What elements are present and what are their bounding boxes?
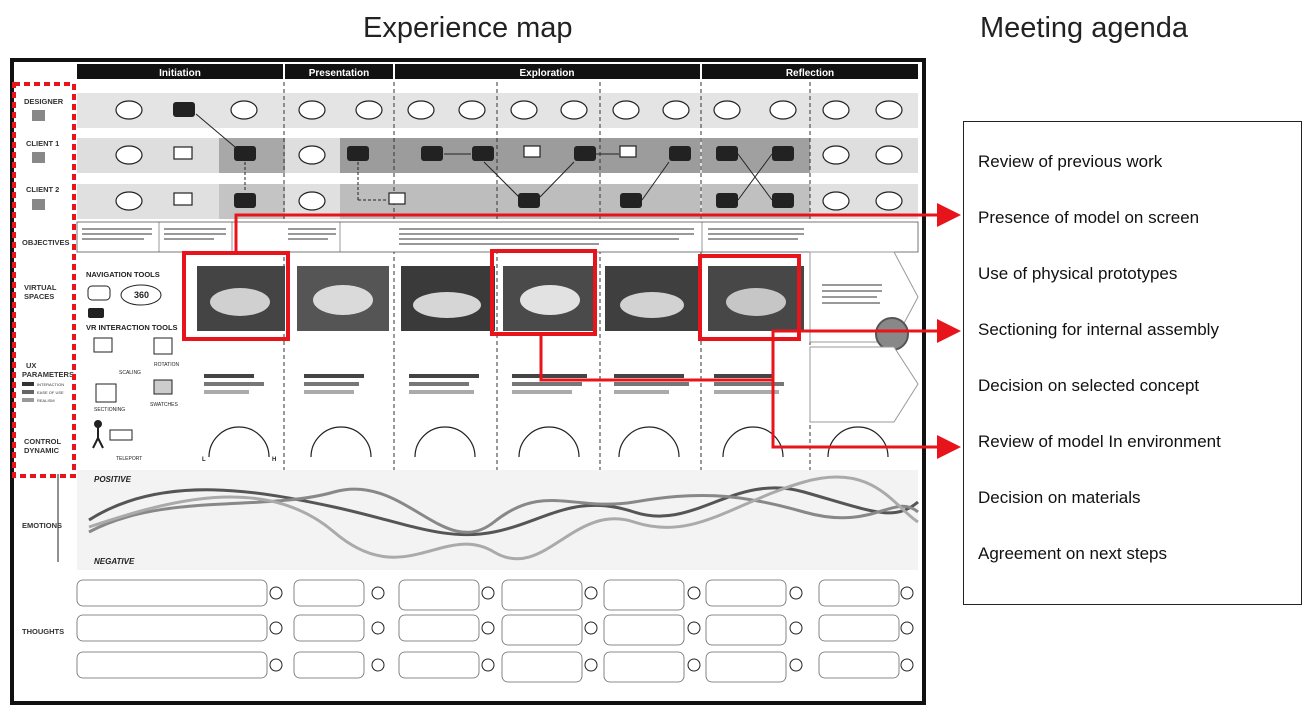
ux-legend-realism: REALISM (37, 398, 55, 403)
phase-label-exploration: Exploration (519, 68, 574, 79)
row-label-designer: DESIGNER (24, 97, 64, 106)
speech-bubble-icons (115, 100, 903, 211)
phase-label-initiation: Initiation (159, 68, 201, 79)
teleport-arrow-icon (109, 429, 133, 441)
emotion-negative-label: NEGATIVE (94, 557, 135, 566)
rotation-360-label: 360 (134, 290, 149, 300)
ux-parameter-bars (204, 346, 919, 423)
vr-interaction-tools-heading: VR INTERACTION TOOLS (86, 323, 178, 332)
vr-screenshots (197, 251, 919, 351)
row-label-client1: CLIENT 1 (26, 139, 59, 148)
row-label-parameters: PARAMETERS (22, 370, 74, 379)
agenda-item: Review of model In environment (978, 432, 1221, 451)
phase-label-reflection: Reflection (786, 68, 834, 79)
experience-map-title: Experience map (363, 12, 573, 44)
row-labels: DESIGNER CLIENT 1 CLIENT 2 OBJECTIVES VI… (22, 97, 74, 636)
row-label-dynamic: DYNAMIC (24, 446, 60, 455)
swatches-label: SWATCHES (150, 402, 178, 408)
teleport-label: TELEPORT (116, 456, 142, 462)
scaling-icon (93, 337, 113, 353)
rotation-label: ROTATION (154, 362, 179, 368)
vr-headset-icons (173, 102, 794, 208)
agenda-item: Agreement on next steps (978, 544, 1168, 563)
agenda-item: Decision on selected concept (978, 376, 1200, 395)
ux-legend-ease: EASE OF USE (37, 390, 64, 395)
gamepad-icon (87, 285, 111, 301)
navigation-tools-heading: NAVIGATION TOOLS (86, 270, 160, 279)
phase-header: Initiation Presentation Exploration Refl… (77, 64, 918, 79)
interaction-arrows (195, 113, 773, 201)
agenda-item: Review of previous work (978, 152, 1163, 171)
agenda-item: Presence of model on screen (978, 208, 1200, 227)
agenda-item: Sectioning for internal assembly (978, 320, 1219, 339)
row-label-objectives: OBJECTIVES (22, 238, 70, 247)
row-label-thoughts: THOUGHTS (22, 627, 64, 636)
phase-label-presentation: Presentation (309, 68, 370, 79)
experience-map: Initiation Presentation Exploration Refl… (10, 58, 926, 705)
row-label-ux: UX (26, 361, 36, 370)
emotions-area: POSITIVE NEGATIVE (57, 470, 919, 570)
sectioning-label: SECTIONING (94, 407, 125, 413)
headset-icon (88, 308, 104, 318)
meeting-agenda-list: Review of previous work Presence of mode… (963, 121, 1302, 605)
row-label-client2: CLIENT 2 (26, 185, 59, 194)
dial-low-label: L (202, 457, 206, 463)
dial-labels: L H (202, 457, 276, 463)
thought-face-icons (269, 586, 914, 672)
row-label-control: CONTROL (24, 437, 61, 446)
person-teleport-icon (92, 420, 104, 449)
control-dynamic-dials (208, 426, 889, 458)
screen-icons (173, 145, 637, 206)
experience-map-diagram: Initiation Presentation Exploration Refl… (22, 64, 919, 683)
rotation-360-icon (120, 284, 162, 306)
row-label-emotions: EMOTIONS (22, 521, 62, 530)
check-icon (875, 317, 909, 351)
tools-panel: NAVIGATION TOOLS 360 VR INTERACTION TOOL… (86, 270, 179, 462)
emotion-positive-label: POSITIVE (94, 475, 132, 484)
row-label-virtual: VIRTUAL (24, 283, 57, 292)
agenda-item: Use of physical prototypes (978, 264, 1178, 283)
dial-high-label: H (272, 457, 276, 463)
ux-legend-interaction: INTERACTION (37, 382, 64, 387)
meeting-agenda-title: Meeting agenda (980, 12, 1188, 44)
sectioning-icon (95, 383, 117, 403)
row-label-spaces: SPACES (24, 292, 54, 301)
agenda-item: Decision on materials (978, 488, 1141, 507)
rotation-icon (153, 337, 173, 355)
objectives-band (76, 221, 919, 253)
scaling-label: SCALING (119, 370, 141, 376)
swatches-icon (153, 379, 173, 395)
thoughts-boxes (76, 579, 900, 683)
